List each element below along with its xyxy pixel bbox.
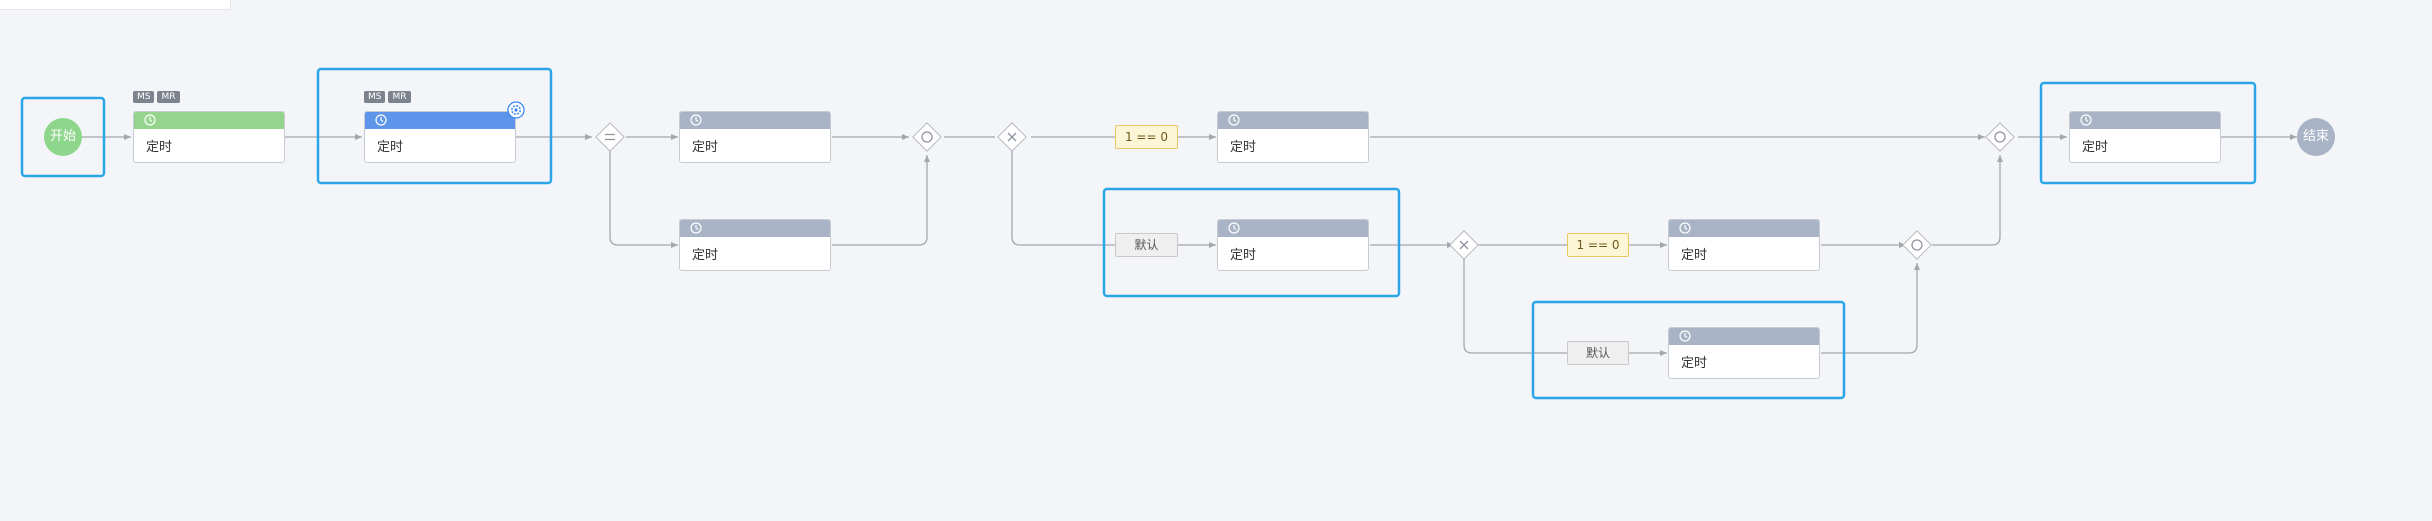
ms-tag: MS (364, 91, 386, 103)
node-label: 定时 (146, 140, 173, 155)
clock-icon (690, 114, 702, 126)
clock-icon (1228, 114, 1240, 126)
gateway-exclusive-split[interactable] (1449, 230, 1479, 260)
node-tags: MS MR (133, 91, 180, 103)
node-header (1218, 220, 1368, 237)
edge[interactable] (832, 155, 930, 246)
task-node-timer-selected[interactable]: 定时 (364, 111, 516, 163)
node-label: 定时 (1230, 248, 1257, 263)
node-header (680, 112, 830, 129)
edge[interactable] (1932, 155, 2003, 246)
task-node-timer[interactable]: 定时 (2069, 111, 2221, 163)
node-label: 定时 (1681, 356, 1708, 371)
gateway-merge[interactable] (1985, 122, 2015, 152)
clock-icon (2080, 114, 2092, 126)
task-node-timer[interactable]: 定时 (1217, 219, 1369, 271)
node-label: 定时 (692, 248, 719, 263)
edge[interactable] (609, 147, 678, 248)
condition-label[interactable]: 1 == 0 (1567, 233, 1629, 257)
edge[interactable] (1011, 147, 1115, 246)
clock-icon (690, 222, 702, 234)
node-label: 定时 (692, 140, 719, 155)
selection-box (20, 96, 106, 178)
condition-label[interactable]: 1 == 0 (1115, 125, 1178, 149)
selection-box (316, 67, 553, 185)
node-header (2070, 112, 2220, 129)
node-header (365, 112, 515, 129)
node-label: 定时 (2082, 140, 2109, 155)
top-panel-edge (0, 0, 231, 10)
node-header (1669, 220, 1819, 237)
settings-gear-icon[interactable] (507, 101, 525, 119)
node-label: 定时 (377, 140, 404, 155)
clock-icon (144, 114, 156, 126)
edge[interactable] (1463, 255, 1567, 354)
selection-box (1102, 187, 1401, 298)
node-header (1669, 328, 1819, 345)
node-label: 定时 (1681, 248, 1708, 263)
gateway-parallel-split[interactable] (595, 122, 625, 152)
mr-tag: MR (157, 91, 180, 103)
condition-default-label[interactable]: 默认 (1115, 233, 1178, 257)
task-node-timer[interactable]: 定时 (1217, 111, 1369, 163)
node-header (134, 112, 284, 129)
node-tags: MS MR (364, 91, 411, 103)
mr-tag: MR (388, 91, 411, 103)
node-label: 定时 (1230, 140, 1257, 155)
condition-default-label[interactable]: 默认 (1567, 341, 1629, 365)
start-node[interactable]: 开始 (44, 118, 82, 156)
ms-tag: MS (133, 91, 155, 103)
clock-icon (375, 114, 387, 126)
node-header (680, 220, 830, 237)
gateway-merge[interactable] (1902, 230, 1932, 260)
task-node-timer[interactable]: 定时 (133, 111, 285, 163)
node-header (1218, 112, 1368, 129)
task-node-timer[interactable]: 定时 (679, 111, 831, 163)
task-node-timer[interactable]: 定时 (679, 219, 831, 271)
task-node-timer[interactable]: 定时 (1668, 219, 1820, 271)
clock-icon (1679, 330, 1691, 342)
task-node-timer[interactable]: 定时 (1668, 327, 1820, 379)
gateway-exclusive-split[interactable] (997, 122, 1027, 152)
clock-icon (1679, 222, 1691, 234)
edge[interactable] (1821, 263, 1920, 354)
end-node[interactable]: 结束 (2297, 118, 2335, 156)
clock-icon (1228, 222, 1240, 234)
selection-box (1531, 300, 1846, 400)
gateway-merge[interactable] (912, 122, 942, 152)
selection-box (2039, 81, 2257, 185)
